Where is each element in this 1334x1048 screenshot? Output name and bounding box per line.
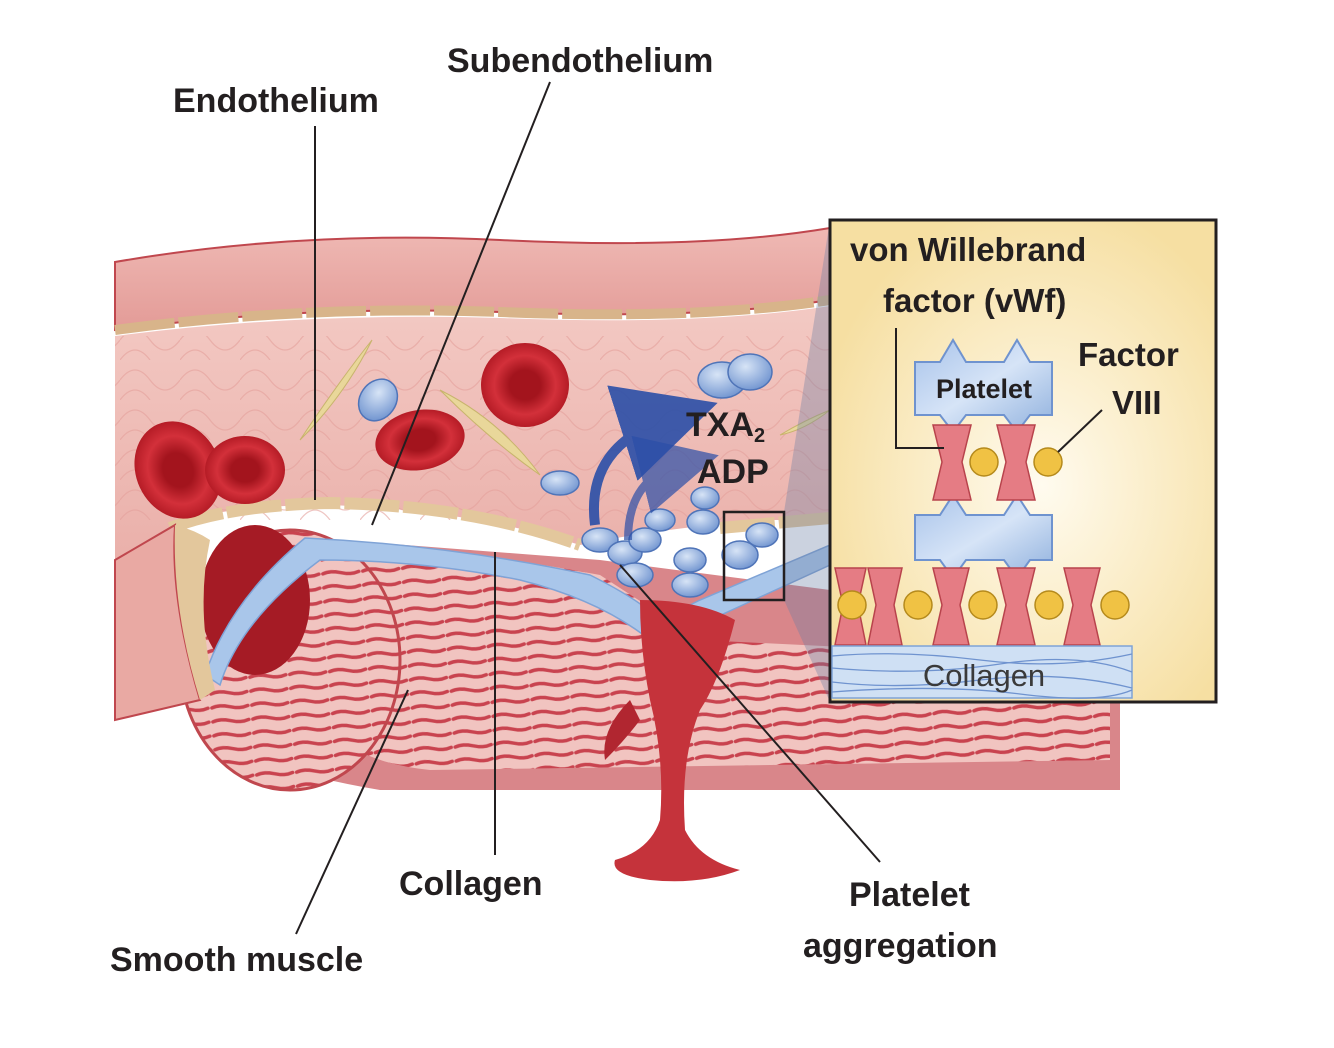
platelets (357, 353, 779, 598)
adp-label: ADP (697, 453, 769, 491)
subendothelium-leader (371, 81, 551, 526)
txa2-arrow (589, 385, 718, 526)
txa2-label-subscript: 2 (754, 425, 765, 447)
platelet-aggregation-label-line1: Platelet (849, 876, 970, 914)
smooth-muscle-leader (295, 689, 409, 935)
inset-collagen-strip (831, 645, 1133, 699)
red-blood-cell (481, 343, 569, 427)
zoom-wedge (784, 220, 830, 702)
factor-viii-leader (1057, 409, 1103, 453)
platelet-aggregation-leader (619, 564, 881, 863)
platelet (673, 547, 707, 573)
leader-lines (295, 81, 881, 935)
platelet (671, 572, 709, 598)
collagen-label: Collagen (399, 865, 543, 903)
factor-viii-lower (837, 590, 1130, 620)
txa2-label: TXA2 (686, 406, 765, 447)
platelet (745, 522, 779, 548)
red-blood-cells (134, 343, 569, 519)
factor-viii-label-line1: Factor (1078, 336, 1179, 373)
platelet (727, 353, 773, 391)
platelet (581, 527, 619, 553)
vwf-molecules-upper (932, 424, 1036, 501)
zoom-region (722, 510, 786, 602)
subendothelium-label: Subendothelium (447, 42, 713, 80)
platelet (540, 470, 580, 496)
lower-endothelium-line (167, 496, 583, 551)
factor-viii-upper (969, 447, 1063, 477)
vwf-label-line1: von Willebrand (850, 231, 1086, 268)
smooth-muscle-label: Smooth muscle (110, 941, 363, 979)
upper-endothelium-line (114, 295, 831, 335)
adp-arrow (624, 435, 719, 541)
platelet-aggregation-label-line2: aggregation (803, 927, 998, 965)
red-blood-cell (205, 436, 285, 504)
red-blood-cell (375, 409, 465, 471)
endothelium-label: Endothelium (173, 82, 379, 120)
platelet (616, 562, 654, 588)
fibroblasts (299, 339, 831, 476)
platelet (644, 508, 676, 532)
red-blood-cell (134, 421, 222, 519)
vwf-leader (895, 328, 944, 449)
blood-leak (614, 600, 740, 882)
factor-viii-label-line2: VIII (1112, 384, 1162, 421)
platelet (628, 527, 662, 553)
platelet (357, 378, 399, 422)
inset-panel: von Willebrand factor (vWf) Factor VIII … (828, 218, 1218, 704)
inset-collagen-label: Collagen (923, 658, 1045, 693)
inset-platelet-label: Platelet (936, 374, 1032, 404)
txa2-label-main: TXA (686, 406, 754, 444)
release-arrows (589, 385, 719, 541)
platelet (721, 540, 759, 570)
vwf-label-line2: factor (vWf) (883, 282, 1066, 319)
platelet (686, 509, 720, 535)
